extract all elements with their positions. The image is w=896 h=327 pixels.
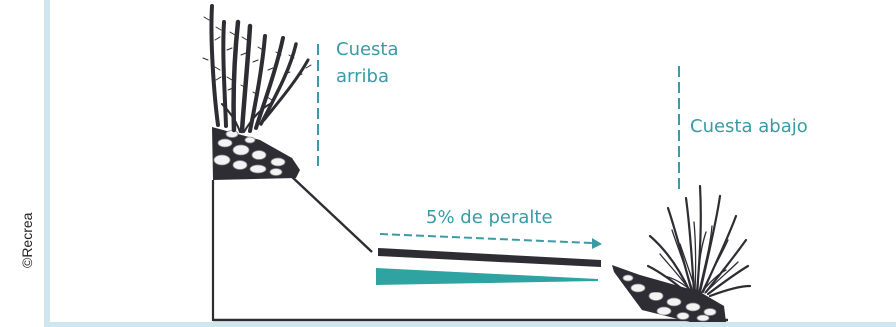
downhill-label: Cuesta abajo: [690, 116, 808, 137]
cactus-icon: [202, 4, 312, 134]
rock-pile-upper-icon: [212, 127, 300, 180]
camber-wedge: [376, 268, 598, 285]
bottom-frame-rule: [50, 322, 896, 327]
agave-icon: [644, 184, 752, 298]
uphill-label-line2: arriba: [336, 66, 389, 87]
camber-label: 5% de peralte: [426, 207, 553, 228]
left-frame-rule: [44, 0, 50, 327]
arrow-right-icon: [379, 233, 602, 249]
road-surface-bar: [378, 248, 601, 267]
uphill-label-line1: Cuesta: [336, 39, 399, 60]
ground-outline: [211, 174, 728, 322]
